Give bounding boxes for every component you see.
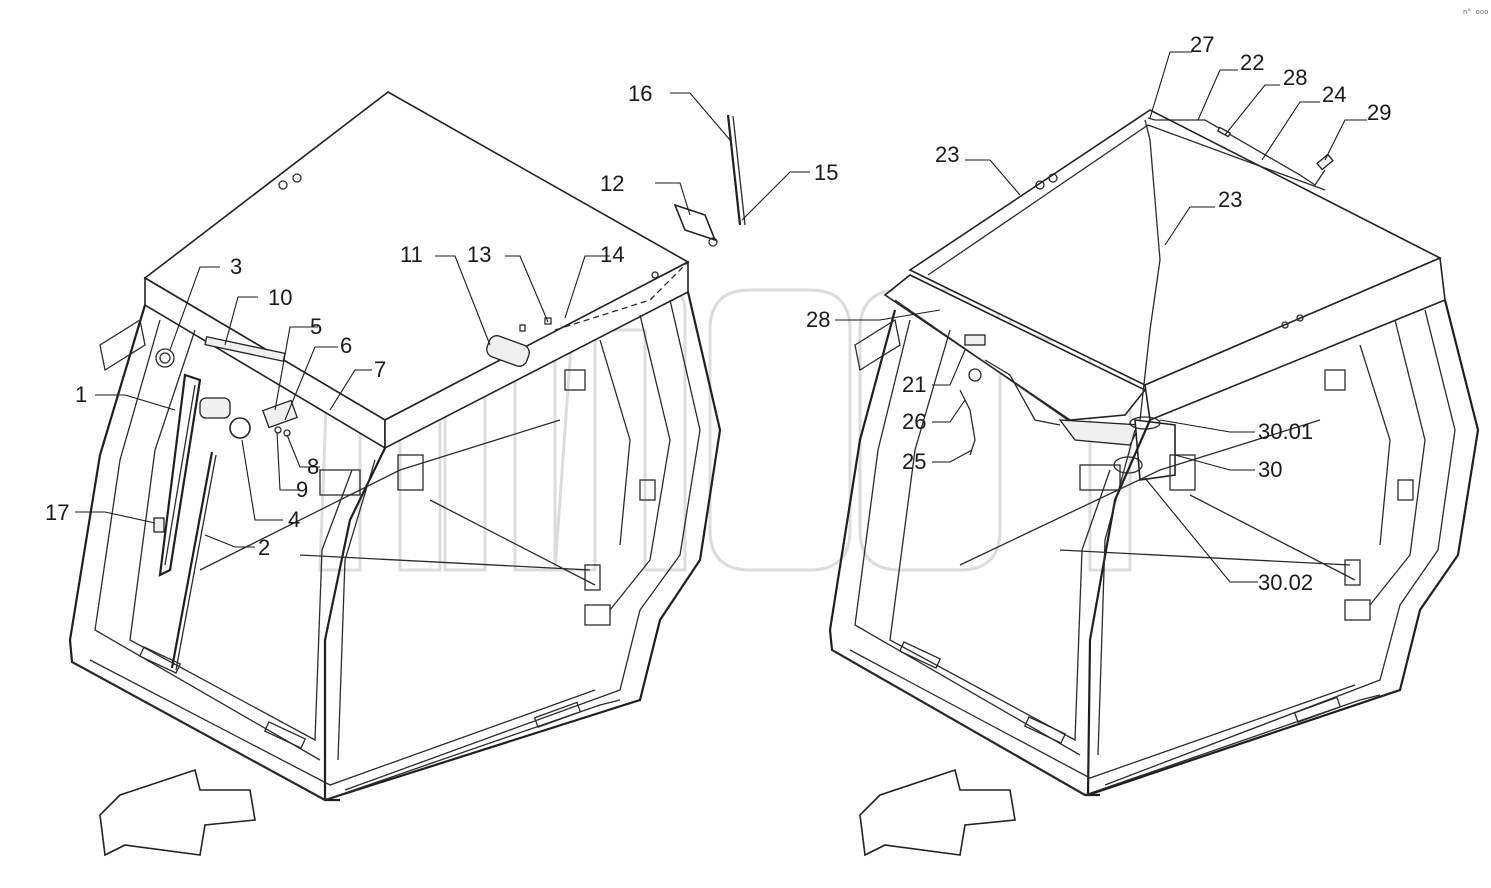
right-leader-lines: [835, 51, 1367, 583]
label-14: 14: [600, 242, 624, 267]
label-12: 12: [600, 171, 624, 196]
label-15: 15: [814, 160, 838, 185]
label-26: 26: [902, 409, 926, 434]
front-direction-arrow-left: [99, 768, 256, 857]
front-direction-arrow-right: [859, 768, 1016, 857]
label-17: 17: [45, 500, 69, 525]
label-3: 3: [230, 254, 242, 279]
label-1: 1: [75, 382, 87, 407]
label-23-mid: 23: [1218, 187, 1242, 212]
label-7: 7: [374, 357, 386, 382]
label-24: 24: [1322, 82, 1346, 107]
label-4: 4: [288, 507, 300, 532]
label-13: 13: [467, 242, 491, 267]
left-cab: [68, 91, 746, 802]
label-27: 27: [1190, 32, 1214, 57]
label-2: 2: [258, 535, 270, 560]
label-10: 10: [268, 285, 292, 310]
label-5: 5: [310, 314, 322, 339]
right-cab: [828, 109, 1480, 797]
corner-mark: n° ooo: [1463, 8, 1488, 16]
label-16: 16: [628, 81, 652, 106]
right-labels: 21 22 23 23 24 25 26 27 28 28 29 30 30.0…: [806, 32, 1391, 595]
label-30-02: 30.02: [1258, 570, 1313, 595]
label-8: 8: [307, 454, 319, 479]
label-21: 21: [902, 372, 926, 397]
label-9: 9: [296, 477, 308, 502]
left-labels: 1 2 3 4 5 6 7 8 9 10 11 12 13 14 15 16 1…: [45, 81, 838, 560]
label-30: 30: [1258, 457, 1282, 482]
label-28-top: 28: [1283, 65, 1307, 90]
label-25: 25: [902, 449, 926, 474]
label-30-01: 30.01: [1258, 419, 1313, 444]
label-11: 11: [400, 242, 423, 267]
label-28-left: 28: [806, 307, 830, 332]
label-23-top: 23: [935, 142, 959, 167]
left-leader-lines: [75, 92, 810, 548]
label-29: 29: [1367, 100, 1391, 125]
label-6: 6: [340, 333, 352, 358]
label-22: 22: [1240, 50, 1264, 75]
